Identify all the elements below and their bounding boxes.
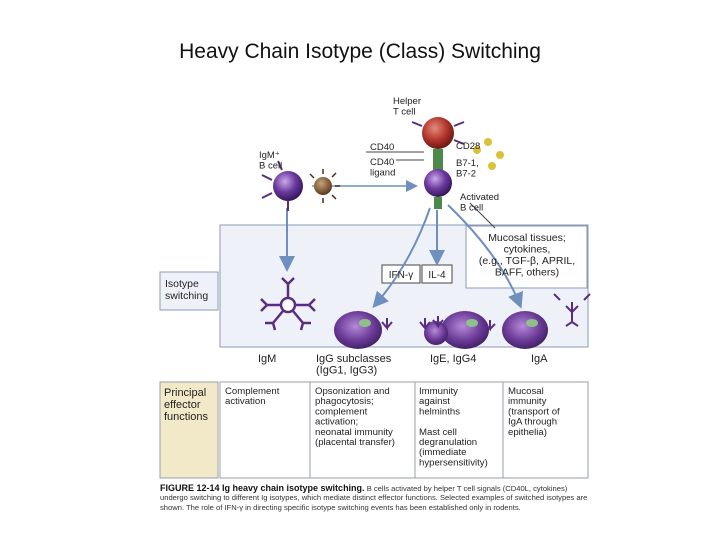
igm-pentamer [260,277,316,331]
antibody-glyphs [381,293,591,332]
cytokine-dot [473,146,481,154]
apc-spikes [309,169,340,203]
plasma-cell-ige [441,311,489,349]
arrow-to-igg [372,207,431,309]
cytokine-dot [488,162,496,170]
plasma-cell-igg [334,311,382,349]
cd40-label: CD40 [370,142,394,153]
isotype-label: IgG subclasses(IgG1, IgG3) [316,353,392,377]
helper-t-cell [422,117,454,149]
plasma-cell-iga [502,311,548,349]
isotype-label: IgM [258,353,276,365]
il4-label: IL-4 [428,270,446,281]
nuclei [359,319,538,327]
ifn-gamma-box [381,264,421,284]
mucosal-tissues-label: Mucosal tissues;cytokines,(e.g., TGF-β, … [479,232,575,279]
figure-label: FIGURE 12-14 Ig heavy chain isotype swit… [160,483,365,493]
cytokine-dot [484,138,492,146]
isotype-label: IgE, IgG4 [430,353,476,365]
cd28-label: CD28 [456,141,480,152]
effector-label-box [159,381,219,479]
b7-label: B7-1,B7-2 [456,158,479,179]
t-cell-receptors [411,121,465,145]
isotype-switching-label-box [159,271,219,311]
cd40l-connector [433,149,443,171]
isotype-label: IgA [531,353,548,365]
antigen-presenting-cell [314,177,332,195]
activated-b-cell [424,169,452,197]
activated-receptor [434,197,442,209]
functions-table [219,381,589,479]
ifn-gamma-label: IFN-γ [389,270,413,281]
igm-b-cell [273,171,303,201]
b-cell-receptors [261,160,289,211]
igm-b-cell-label: IgM⁺B cell [259,150,282,171]
cytokine-dot [496,151,504,159]
slide-title: Heavy Chain Isotype (Class) Switching [179,40,541,63]
mucosal-box [465,225,588,289]
caption-text: B cells activated by helper T cell signa… [160,484,588,512]
arrow-to-iga [447,204,523,309]
figure-caption: FIGURE 12-14 Ig heavy chain isotype swit… [160,483,592,512]
plasma-cell-ige-2 [424,321,448,345]
